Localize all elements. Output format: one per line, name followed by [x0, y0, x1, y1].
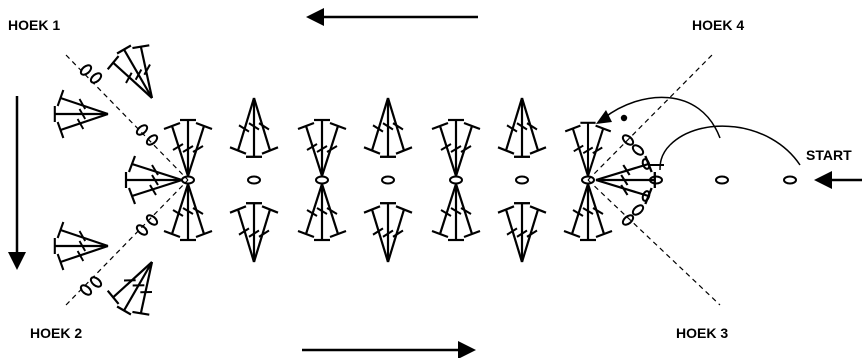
label-hoek-2: HOEK 2	[30, 325, 82, 341]
slip-stitch-dot	[620, 114, 628, 122]
left-corner-chains	[79, 64, 159, 296]
corner-line-4	[587, 54, 713, 181]
outer-fans-bottom	[228, 202, 548, 264]
left-center-fan	[124, 154, 184, 206]
arrow-bottom-right	[302, 341, 476, 358]
right-corner-chains	[621, 134, 651, 226]
corner-line-2	[65, 179, 189, 306]
corner-line-1	[65, 54, 189, 181]
connector-curves	[596, 96, 801, 171]
label-hoek-1: HOEK 1	[8, 17, 60, 33]
center-chain-row	[181, 175, 797, 185]
label-hoek-3: HOEK 3	[676, 325, 728, 341]
corner-line-3	[587, 179, 721, 306]
arrow-left-down	[8, 96, 26, 270]
outer-fans-top	[228, 96, 548, 158]
label-start: START	[806, 147, 852, 163]
right-center-fan	[594, 154, 656, 206]
arrow-top-left	[306, 8, 478, 26]
label-hoek-4: HOEK 4	[692, 17, 744, 33]
arrow-start	[814, 171, 862, 189]
